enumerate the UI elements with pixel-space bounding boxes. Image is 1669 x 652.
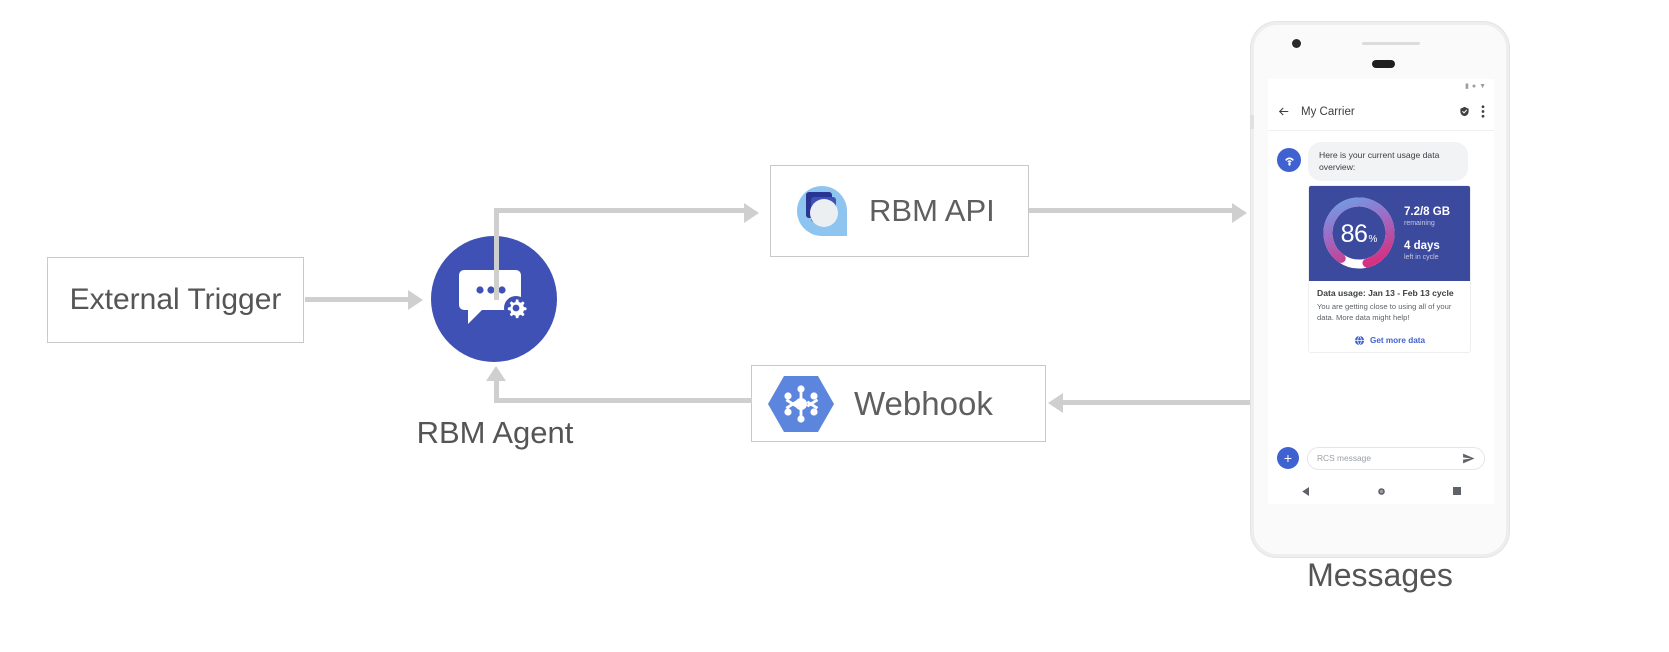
nav-recents-square-icon[interactable] <box>1452 487 1461 495</box>
rbm-api-box: RBM API <box>770 165 1029 257</box>
arrow-phone-to-webhook-head <box>1048 393 1063 413</box>
phone-earpiece <box>1372 60 1395 68</box>
globe-icon <box>1354 335 1365 346</box>
arrow-trigger-to-agent-line <box>305 297 410 302</box>
app-bar: My Carrier <box>1268 93 1494 131</box>
phone-caption: Messages <box>1307 557 1453 593</box>
phone-camera-icon <box>1292 39 1301 48</box>
incoming-message-row: Here is your current usage data overview… <box>1277 142 1485 181</box>
phone-device: ▮ ● ▼ My Carrier <box>1250 22 1509 557</box>
rcs-message-input[interactable]: RCS message <box>1307 446 1485 470</box>
stat-data-remaining: 7.2/8 GB remaining <box>1404 206 1470 227</box>
card-description: You are getting close to using all of yo… <box>1317 301 1452 323</box>
message-text: Here is your current usage data overview… <box>1308 142 1468 181</box>
conversation-area: Here is your current usage data overview… <box>1268 132 1494 440</box>
arrow-webhook-to-agent-horizontal <box>494 398 752 403</box>
send-icon[interactable] <box>1462 452 1475 465</box>
phone-sensor-strip <box>1362 42 1420 45</box>
carrier-avatar-icon <box>1277 148 1301 172</box>
arrow-trigger-to-agent-head <box>408 290 423 310</box>
external-trigger-box: External Trigger <box>47 257 304 343</box>
rbm-api-label: RBM API <box>869 193 995 228</box>
get-more-data-label: Get more data <box>1369 335 1426 345</box>
external-trigger-label: External Trigger <box>69 283 282 316</box>
arrow-agent-to-api-horizontal <box>494 208 746 213</box>
chat-gear-icon <box>459 270 528 324</box>
webhook-box: Webhook <box>751 365 1046 442</box>
gauge-readout: 86 % <box>1318 192 1400 274</box>
stat-data-remaining-label: remaining <box>1404 219 1435 227</box>
arrow-webhook-to-agent-vertical <box>494 380 499 402</box>
card-hero: 86 % 7.2/8 GB remaining 4 days lef <box>1309 185 1470 281</box>
stat-data-remaining-value: 7.2/8 GB <box>1404 206 1451 219</box>
app-bar-title: My Carrier <box>1301 105 1355 118</box>
webhook-hexagon-icon <box>768 375 834 432</box>
card-body: Data usage: Jan 13 - Feb 13 cycle You ar… <box>1309 281 1470 328</box>
arrow-api-to-phone-head <box>1232 203 1247 223</box>
arrow-phone-to-webhook-line <box>1063 400 1253 405</box>
stat-days-left-label: left in cycle <box>1404 253 1439 261</box>
stat-days-left: 4 days left in cycle <box>1404 240 1470 261</box>
rcs-message-placeholder: RCS message <box>1317 453 1371 463</box>
phone-side-button <box>1250 115 1254 129</box>
verified-shield-icon[interactable] <box>1459 106 1470 117</box>
webhook-label: Webhook <box>854 384 993 422</box>
rbm-agent-label: RBM Agent <box>416 415 574 450</box>
battery-icon: ▼ <box>1479 82 1486 90</box>
message-composer: + RCS message <box>1268 440 1494 476</box>
wifi-icon: ● <box>1471 82 1477 90</box>
phone-screen: ▮ ● ▼ My Carrier <box>1268 79 1494 504</box>
stat-days-left-value: 4 days <box>1404 239 1440 252</box>
signal-icon: ▮ <box>1464 82 1469 90</box>
get-more-data-button[interactable]: Get more data <box>1309 328 1470 352</box>
nav-home-circle-icon[interactable] <box>1377 487 1386 496</box>
gauge-value: 86 <box>1340 220 1368 249</box>
nav-back-triangle-icon[interactable] <box>1301 486 1310 496</box>
arrow-agent-to-api-vertical <box>494 208 499 300</box>
android-nav-bar <box>1268 478 1494 504</box>
arrow-agent-to-api-head <box>744 203 759 223</box>
more-vert-icon[interactable] <box>1481 105 1485 118</box>
back-arrow-icon[interactable] <box>1277 105 1290 118</box>
arrow-api-to-phone-line <box>1029 208 1234 213</box>
rbm-api-icon <box>797 186 847 236</box>
plus-icon[interactable]: + <box>1277 447 1299 469</box>
arrow-webhook-to-agent-head <box>486 366 506 381</box>
rich-card[interactable]: 86 % 7.2/8 GB remaining 4 days lef <box>1308 184 1471 353</box>
hero-stats: 7.2/8 GB remaining 4 days left in cycle <box>1400 206 1470 260</box>
status-bar: ▮ ● ▼ <box>1268 79 1494 93</box>
gauge-unit: % <box>1368 234 1378 246</box>
usage-gauge: 86 % <box>1318 192 1400 274</box>
card-title: Data usage: Jan 13 - Feb 13 cycle <box>1317 287 1454 298</box>
